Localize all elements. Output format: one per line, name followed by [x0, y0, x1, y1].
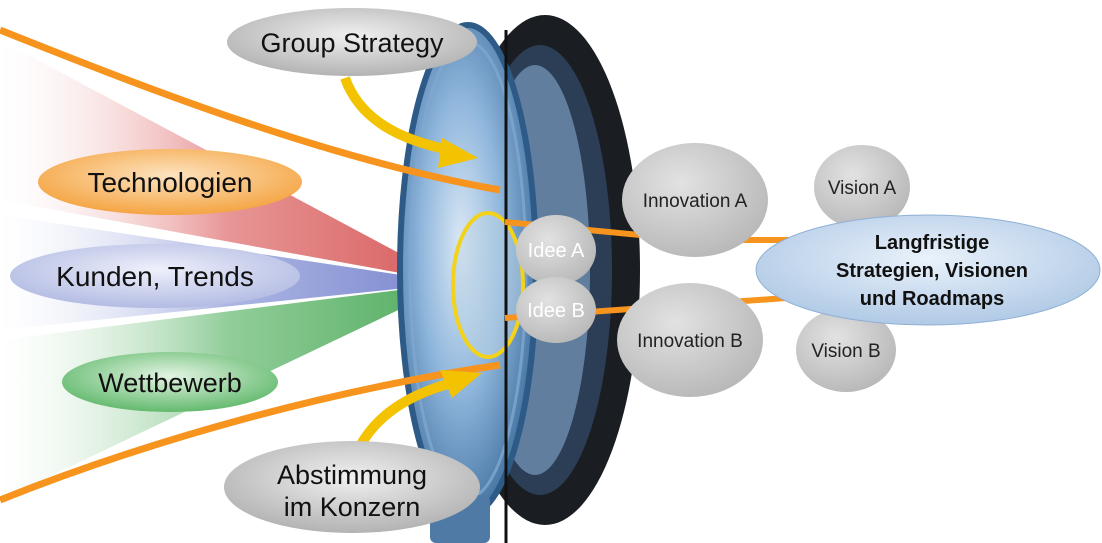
group-strategy-arrow: [340, 76, 451, 155]
result-bubble: [755, 214, 1101, 326]
abstimmung-label-line1: Abstimmung: [277, 460, 427, 490]
focus-ring: [451, 211, 525, 359]
innovation-b-label: Innovation B: [637, 331, 743, 352]
abstimmung-bubble: [224, 441, 480, 533]
result-label-line2: Strategien, Visionen: [836, 260, 1028, 282]
flow-line-top: [0, 26, 501, 194]
wettbewerb-label: Wettbewerb: [98, 368, 242, 398]
group-strategy-bubble: [227, 8, 477, 76]
abstimmung-label-line2: im Konzern: [284, 492, 421, 522]
kunden-trends-bubble: [10, 244, 300, 308]
technologien-label: Technologien: [87, 167, 252, 198]
vision-b-label: Vision B: [811, 341, 880, 362]
idee-b-bubble: [516, 277, 596, 343]
result-label-line3: und Roadmaps: [860, 288, 1004, 310]
idee-a-label: Idee A: [528, 240, 585, 262]
innovation-b-bubble: [617, 283, 763, 397]
innovation-a-label: Innovation A: [643, 191, 748, 212]
vision-a-label: Vision A: [828, 178, 897, 199]
innovation-a-bubble: [622, 143, 768, 257]
vision-b-bubble: [796, 308, 896, 392]
flow-line-bottom: [0, 361, 501, 504]
group-strategy-label: Group Strategy: [260, 28, 444, 58]
group-strategy-arrowhead: [438, 138, 478, 168]
kunden-trends-label: Kunden, Trends: [56, 261, 254, 292]
technologien-bubble: [38, 149, 302, 215]
abstimmung-arrowhead: [440, 370, 482, 398]
wettbewerb-bubble: [62, 352, 278, 412]
vision-a-bubble: [814, 145, 910, 229]
idee-b-label: Idee B: [527, 300, 585, 322]
idee-a-bubble: [516, 215, 596, 285]
result-label-line1: Langfristige: [875, 232, 989, 254]
